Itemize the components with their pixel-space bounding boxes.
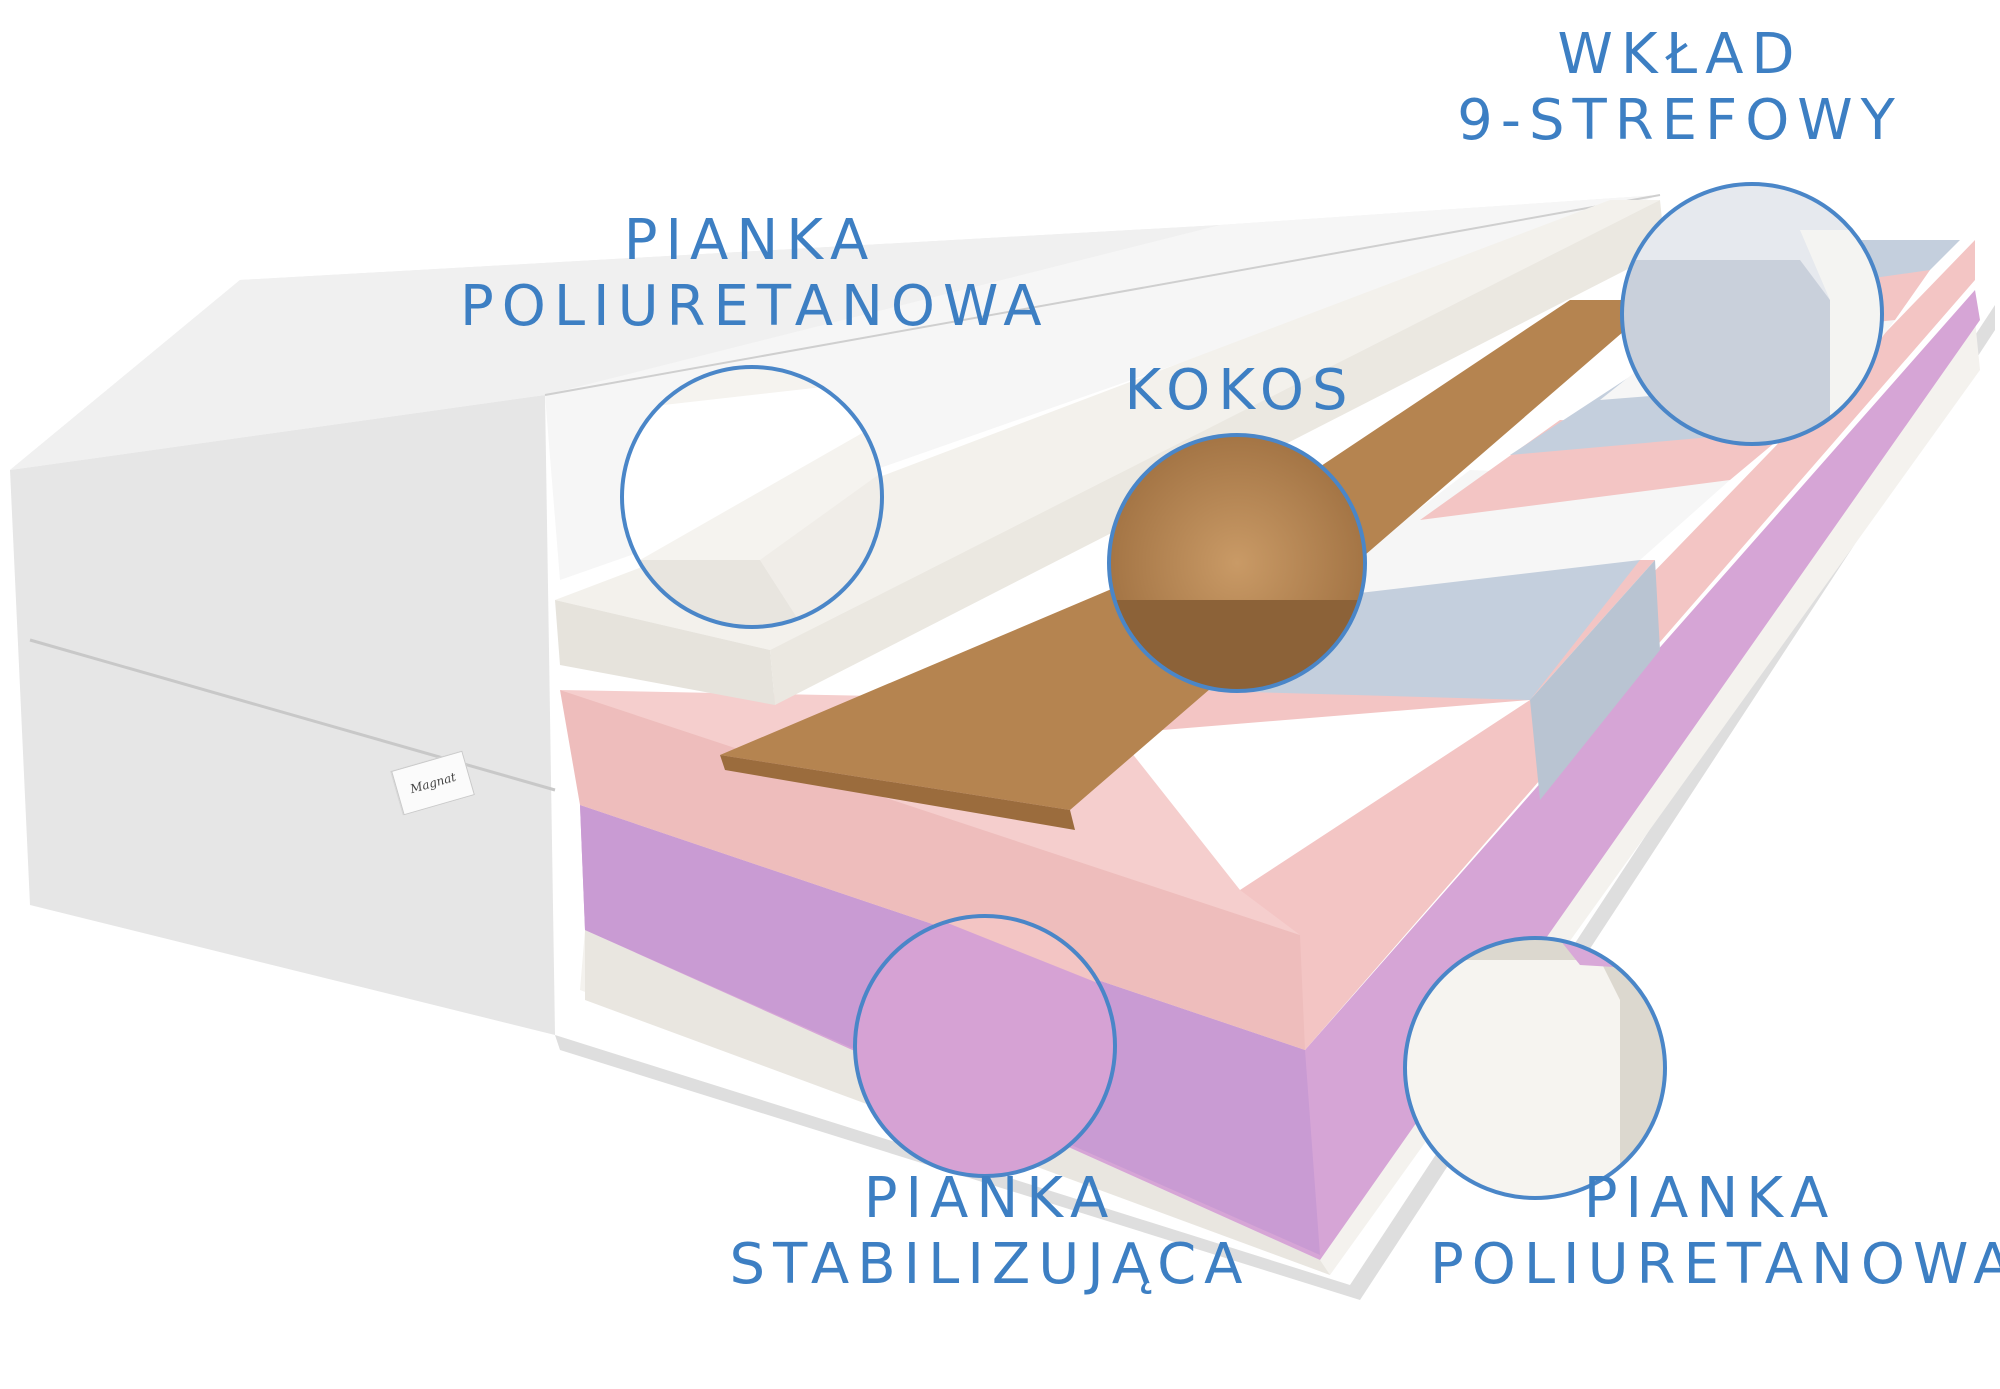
label-line: KOKOS xyxy=(1124,358,1356,423)
callout-stabilizing-foam xyxy=(853,914,1117,1178)
callout-bottom-foam xyxy=(1403,936,1667,1200)
callout-coconut xyxy=(1107,433,1367,693)
label-nine-zone-insert: WKŁAD 9-STREFOWY xyxy=(1440,22,1920,154)
label-top-polyurethane-foam: PIANKA POLIURETANOWA xyxy=(460,208,1050,340)
label-line: PIANKA xyxy=(1583,1166,1837,1231)
label-line: PIANKA xyxy=(863,1166,1117,1231)
label-line: STABILIZUJĄCA xyxy=(729,1232,1251,1297)
label-line: POLIURETANOWA xyxy=(460,274,1050,339)
callout-zones xyxy=(1620,182,1884,446)
label-bottom-polyurethane-foam: PIANKA POLIURETANOWA xyxy=(1430,1166,2000,1298)
label-line: PIANKA xyxy=(623,208,877,273)
callout-top-foam xyxy=(620,365,884,629)
label-line: POLIURETANOWA xyxy=(1430,1232,2000,1297)
label-stabilizing-foam: PIANKA STABILIZUJĄCA xyxy=(720,1166,1260,1298)
label-line: WKŁAD xyxy=(1557,22,1803,87)
label-coconut: KOKOS xyxy=(1120,358,1360,424)
label-line: 9-STREFOWY xyxy=(1457,88,1903,153)
